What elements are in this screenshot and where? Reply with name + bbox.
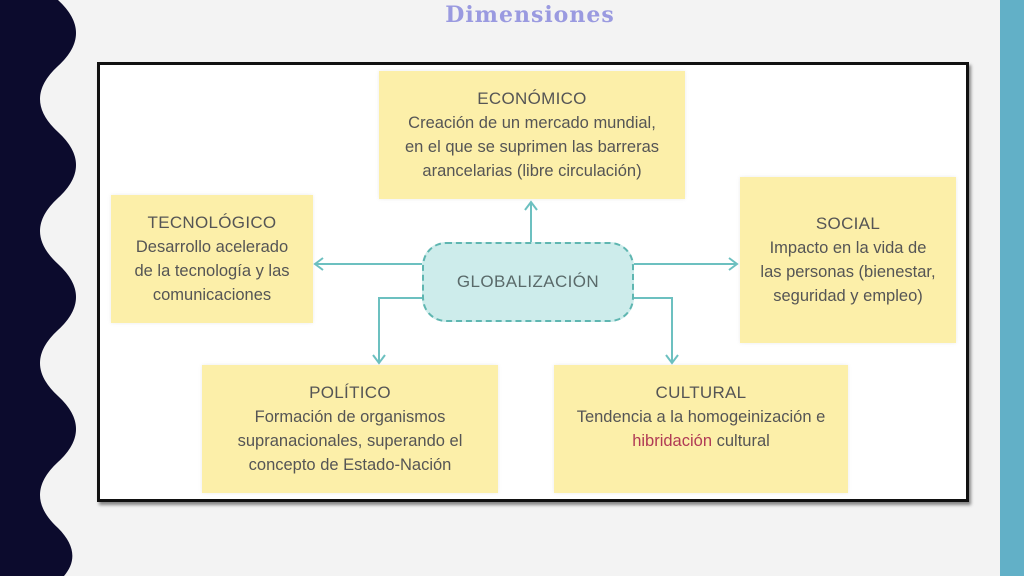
box-economico-heading: ECONÓMICO [477,89,587,108]
diagram-frame: ECONÓMICO Creación de un mercado mundial… [97,62,969,502]
box-tecnologico: TECNOLÓGICO Desarrollo acelerado de la t… [111,195,313,323]
left-wavy-band [0,0,76,576]
box-cultural-line-rest: cultural [712,432,770,450]
box-tecnologico-line: Desarrollo acelerado [135,238,289,256]
box-economico-line: Creación de un mercado mundial, [408,114,656,132]
box-cultural-line: Tendencia a la homogeinización e [576,408,826,426]
highlight-hibridacion: hibridación [632,432,713,450]
slide-title: Dimensiones [445,2,615,28]
box-economico: ECONÓMICO Creación de un mercado mundial… [379,71,685,199]
box-cultural-line: hibridación cultural [554,429,848,453]
box-tecnologico-heading: TECNOLÓGICO [147,213,277,232]
box-economico-line: en el que se suprimen las barreras [404,138,660,156]
box-social-line: seguridad y empleo) [773,287,923,305]
box-politico-line: concepto de Estado-Nación [248,456,452,474]
box-politico-heading: POLÍTICO [309,383,391,402]
box-economico-line: arancelarias (libre circulación) [422,162,642,180]
right-accent-band [1000,0,1024,576]
box-social: SOCIAL Impacto en la vida de las persona… [740,177,956,343]
connector-arrows [313,200,739,365]
center-node-label: GLOBALIZACIÓN [456,272,600,291]
center-node-globalizacion: GLOBALIZACIÓN [422,242,634,322]
box-tecnologico-line: comunicaciones [152,286,272,304]
arrow-politico [378,297,422,363]
box-cultural: CULTURAL Tendencia a la homogeinización … [554,365,848,493]
box-tecnologico-line: de la tecnología y las [134,262,290,280]
box-politico-line: supranacionales, superando el [237,432,463,450]
arrow-cultural [634,297,673,363]
box-social-line: Impacto en la vida de [769,239,927,257]
box-politico-line: Formación de organismos [254,408,446,426]
box-social-heading: SOCIAL [815,214,881,233]
box-social-line: las personas (bienestar, [760,263,936,281]
box-politico: POLÍTICO Formación de organismos suprana… [202,365,498,493]
box-cultural-heading: CULTURAL [655,383,747,402]
